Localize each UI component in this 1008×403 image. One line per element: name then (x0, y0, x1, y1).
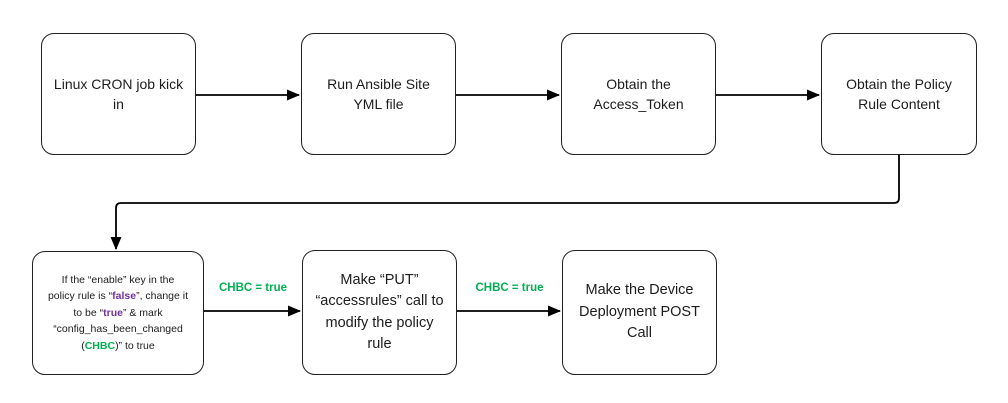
edge-label-chbc-true-1: CHBC = true (218, 282, 288, 294)
elbow-policy-to-enable-key (110, 155, 900, 250)
edge-label-chbc-true-2: CHBC = true (475, 282, 544, 294)
